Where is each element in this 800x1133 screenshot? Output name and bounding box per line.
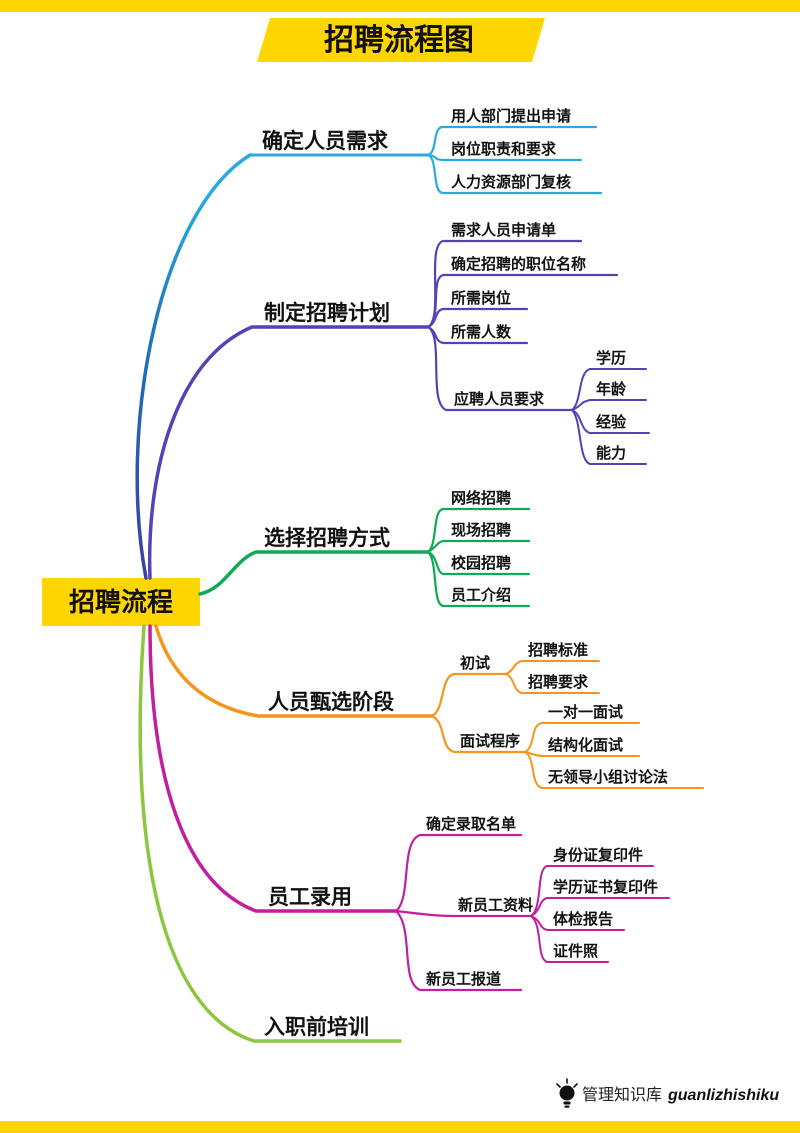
node-label: 员工介绍 xyxy=(451,586,511,604)
node-label: 所需岗位 xyxy=(451,289,511,307)
branch-label: 制定招聘计划 xyxy=(264,301,390,325)
node-label: 人力资源部门复核 xyxy=(451,173,571,191)
node-label: 身份证复印件 xyxy=(553,846,643,864)
node-label: 证件照 xyxy=(553,942,598,960)
root-node-label: 招聘流程 xyxy=(69,587,173,617)
branch-2: 制定招聘计划 需求人员申请单 确定招聘的职位名称 所需岗位 所需人数 应聘人员要… xyxy=(147,221,650,580)
node-label: 无领导小组讨论法 xyxy=(547,768,668,786)
branch-label: 入职前培训 xyxy=(264,1015,369,1039)
branch-5-stem xyxy=(148,624,398,913)
node-label: 所需人数 xyxy=(451,323,512,341)
node-label: 经验 xyxy=(596,413,627,431)
branch-label: 确定人员需求 xyxy=(262,129,388,153)
branch-4-grandchild-line xyxy=(505,673,600,694)
branch-4-child-line xyxy=(430,714,527,754)
branch-label: 人员甄选阶段 xyxy=(268,690,394,714)
branch-6: 入职前培训 xyxy=(138,624,402,1043)
branch-2-child-line xyxy=(426,325,574,412)
node-label: 需求人员申请单 xyxy=(451,221,556,239)
node-label: 初试 xyxy=(460,654,490,672)
top-accent-bar xyxy=(0,0,800,12)
node-label: 结构化面试 xyxy=(548,736,623,754)
title-banner xyxy=(257,18,545,62)
branch-3-stem xyxy=(198,550,430,596)
page-title: 招聘流程图 xyxy=(324,24,474,57)
node-label: 确定招聘的职位名称 xyxy=(451,255,586,273)
branch-2-grandchild-line xyxy=(571,399,647,411)
branch-4-grandchild-line xyxy=(505,660,600,675)
bottom-accent-bar xyxy=(0,1121,800,1133)
branch-4-stem xyxy=(154,624,434,718)
footer-brand-en: guanlizhishiku xyxy=(667,1087,779,1104)
branch-2-grandchild-line xyxy=(571,409,647,465)
footer-brand-cn: 管理知识库 xyxy=(582,1086,662,1104)
node-label: 新员工报道 xyxy=(426,970,501,988)
node-label: 面试程序 xyxy=(460,732,520,750)
branch-4-child-line xyxy=(430,672,508,718)
node-label: 招聘标准 xyxy=(528,641,588,659)
branch-5-child-line xyxy=(394,909,533,918)
node-label: 学历证书复印件 xyxy=(553,878,658,896)
branch-1: 确定人员需求 用人部门提出申请 岗位职责和要求 人力资源部门复核 xyxy=(135,107,603,580)
node-label: 确定录取名单 xyxy=(426,815,516,833)
branch-4: 人员甄选阶段 初试 招聘标准 招聘要求 面试程序 一对一面试 结构化面试 无领导… xyxy=(154,624,704,789)
branch-label: 选择招聘方式 xyxy=(264,526,390,550)
root-node xyxy=(42,578,200,626)
branch-1-child-line xyxy=(426,125,598,157)
node-label: 岗位职责和要求 xyxy=(451,140,557,158)
branch-4-grandchild-line xyxy=(524,751,704,789)
branch-5-child-line xyxy=(394,833,523,913)
branch-3: 选择招聘方式 网络招聘 现场招聘 校园招聘 员工介绍 xyxy=(198,489,531,608)
node-label: 学历 xyxy=(596,349,626,367)
node-label: 网络招聘 xyxy=(451,489,511,507)
node-label: 应聘人员要求 xyxy=(454,390,545,408)
branch-1-stem xyxy=(135,153,252,580)
node-label: 现场招聘 xyxy=(451,521,511,539)
branch-2-child-line xyxy=(426,307,529,329)
branch-3-child-line xyxy=(426,507,531,554)
branch-4-grandchild-line xyxy=(524,722,640,753)
branch-2-child-line xyxy=(426,239,583,329)
branch-1-child-line xyxy=(426,153,603,195)
branch-5: 员工录用 确定录取名单 新员工资料 身份证复印件 学历证书复印件 体检报告 证件… xyxy=(148,624,670,992)
lightbulb-icon xyxy=(556,1078,578,1108)
node-label: 体检报告 xyxy=(553,910,613,928)
branch-6-stem xyxy=(138,624,402,1043)
node-label: 招聘要求 xyxy=(528,673,589,691)
branch-3-child-line xyxy=(426,539,531,554)
node-label: 能力 xyxy=(596,444,626,462)
branch-label: 员工录用 xyxy=(268,886,352,909)
branch-5-child-line xyxy=(394,909,523,992)
footer-brand: 管理知识库 guanlizhishiku xyxy=(556,1078,779,1108)
node-label: 一对一面试 xyxy=(548,703,623,721)
branch-5-grandchild-line xyxy=(530,915,609,963)
branch-2-stem xyxy=(147,325,430,580)
node-label: 年龄 xyxy=(596,380,627,398)
node-label: 校园招聘 xyxy=(451,554,511,572)
node-label: 用人部门提出申请 xyxy=(451,107,571,125)
branch-2-grandchild-line xyxy=(571,368,647,411)
branch-5-grandchild-line xyxy=(530,897,670,917)
node-label: 新员工资料 xyxy=(458,896,533,914)
branch-3-child-line xyxy=(426,550,531,608)
branch-2-grandchild-line xyxy=(571,409,650,434)
